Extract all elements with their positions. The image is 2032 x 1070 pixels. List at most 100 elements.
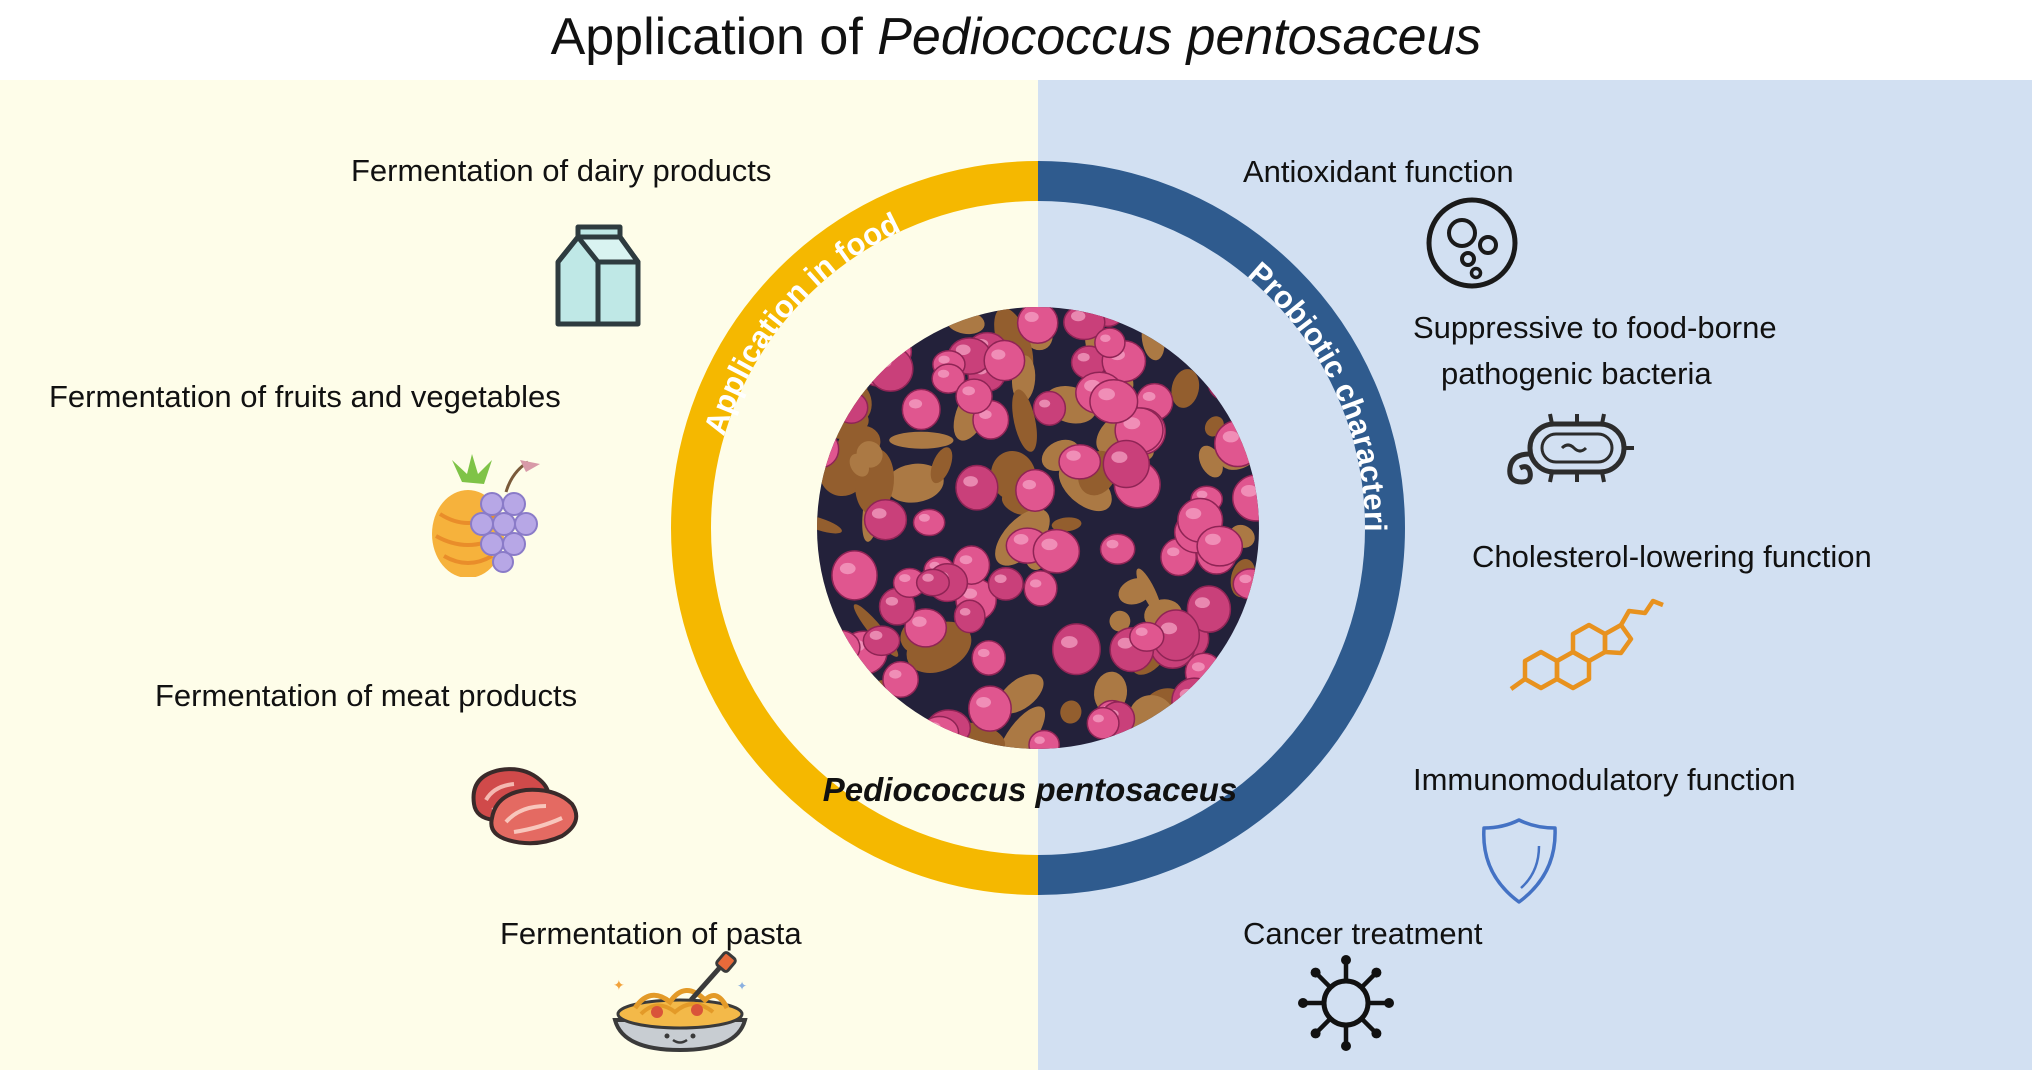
coccus-cell [915, 568, 950, 597]
virus-spike-tip [1341, 1041, 1351, 1051]
coccus-cell [919, 715, 960, 749]
coccus-cell [1232, 568, 1259, 600]
coccus-cell [912, 508, 946, 537]
pasta-icon: ✦ ✦ [612, 951, 748, 1053]
coccus-highlight [937, 369, 950, 378]
coccus-highlight [977, 648, 990, 658]
coccus-cell [1102, 439, 1150, 489]
coccus-cell [1058, 443, 1102, 480]
cholesterol-molecule-icon [1509, 598, 1664, 691]
coccus-highlight [962, 588, 978, 599]
virus-spike-tip [1310, 1028, 1321, 1039]
coccus-highlight [938, 355, 950, 364]
coccus-highlight [1098, 388, 1115, 401]
coccus-highlight [1229, 648, 1247, 661]
coccus-highlight [873, 729, 885, 738]
coccus-highlight [1039, 399, 1051, 408]
label-dairy: Fermentation of dairy products [351, 153, 772, 188]
virus-spike [1316, 1016, 1333, 1033]
matrix-fragment [1171, 369, 1200, 408]
coccus-highlight [963, 476, 978, 487]
coccus-highlight [959, 555, 973, 565]
antioxidant-icon [1426, 197, 1518, 289]
matrix-fragment [1060, 700, 1082, 724]
coccus-highlight [851, 360, 863, 369]
coccus-cell [1206, 307, 1254, 351]
coccus-highlight [817, 439, 822, 449]
ring-right-half [1037, 161, 1405, 895]
shield-icon [1482, 818, 1557, 904]
coccus-cell [901, 388, 941, 431]
matrix-fragment [856, 441, 883, 468]
coccus-highlight [1242, 417, 1254, 426]
coccus-highlight [922, 573, 934, 582]
coccus-cell [987, 566, 1024, 601]
coccus-highlight [875, 356, 892, 368]
coccus-highlight [1092, 714, 1104, 723]
coccus-cell [862, 625, 901, 657]
coccus-highlight [1209, 349, 1224, 361]
bacteria-icon [1507, 413, 1634, 485]
coccus-cell [831, 550, 878, 601]
coccus-highlight [1071, 311, 1086, 322]
coccus-cell [845, 352, 878, 386]
coccus-highlight [1205, 533, 1221, 546]
coccus-highlight [889, 669, 902, 679]
coccus-highlight [1123, 417, 1141, 430]
matrix-fragment [1008, 676, 1037, 706]
coccus-highlight [899, 574, 911, 583]
label-immunomodulatory: Immunomodulatory function [1413, 762, 1796, 797]
label-antioxidant: Antioxidant function [1243, 154, 1514, 189]
virus-spike-tip [1371, 967, 1382, 978]
fruits-icon [432, 454, 540, 577]
coccus-cell [882, 660, 919, 699]
coccus-cell [1099, 533, 1136, 565]
svg-text:✦: ✦ [613, 978, 625, 994]
coccus-highlight [1098, 307, 1109, 313]
coccus-highlight [1117, 637, 1133, 649]
coccus-highlight [817, 357, 828, 367]
matrix-fragment [930, 447, 953, 484]
coccus-cell [863, 499, 908, 541]
matrix-fragment [1109, 610, 1131, 632]
coccus-cell [817, 349, 846, 386]
coccus-highlight [1077, 352, 1090, 362]
matrix-fragment [1051, 517, 1082, 532]
figure-title: Application of Pediococcus pentosaceus [0, 2, 2032, 72]
coccus-cell [1089, 378, 1139, 424]
ring-left-half [671, 161, 1039, 895]
coccus-highlight [1196, 490, 1208, 499]
coccus-cell [817, 429, 840, 469]
coccus-cell [1220, 640, 1259, 683]
coccus-highlight [1239, 574, 1252, 584]
coccus-cell [1225, 307, 1259, 333]
coccus-highlight [885, 596, 899, 606]
matrix-fragment [1012, 389, 1037, 452]
coccus-cell [1015, 468, 1056, 512]
coccus-highlight [1215, 312, 1232, 324]
coccus-highlight [1167, 547, 1180, 557]
coccus-highlight [908, 399, 923, 409]
coccus-highlight [1179, 688, 1196, 700]
coccus-cell [1023, 570, 1058, 607]
label-meat: Fermentation of meat products [155, 678, 578, 713]
label-cancer: Cancer treatment [1243, 916, 1483, 951]
matrix-fragment [998, 706, 1046, 749]
matrix-fragment [844, 325, 869, 355]
virus-spike-tip [1298, 998, 1308, 1008]
virus-spike-tip [1371, 1028, 1382, 1039]
coccus-highlight [1061, 636, 1078, 649]
coccus-cell [953, 599, 986, 634]
matrix-fragment [1194, 345, 1238, 367]
coccus-highlight [994, 574, 1007, 583]
coccus-cell [1234, 307, 1259, 329]
coccus-highlight [1232, 307, 1246, 313]
virus-spike-tip [1310, 967, 1321, 978]
coccus-cell [1236, 409, 1259, 444]
coccus-cell [1171, 677, 1218, 725]
coccus-highlight [1041, 538, 1058, 551]
matrix-fragment [831, 307, 881, 342]
coccus-highlight [864, 350, 881, 362]
coccus-highlight [1240, 307, 1252, 312]
coccus-highlight [1191, 662, 1205, 672]
